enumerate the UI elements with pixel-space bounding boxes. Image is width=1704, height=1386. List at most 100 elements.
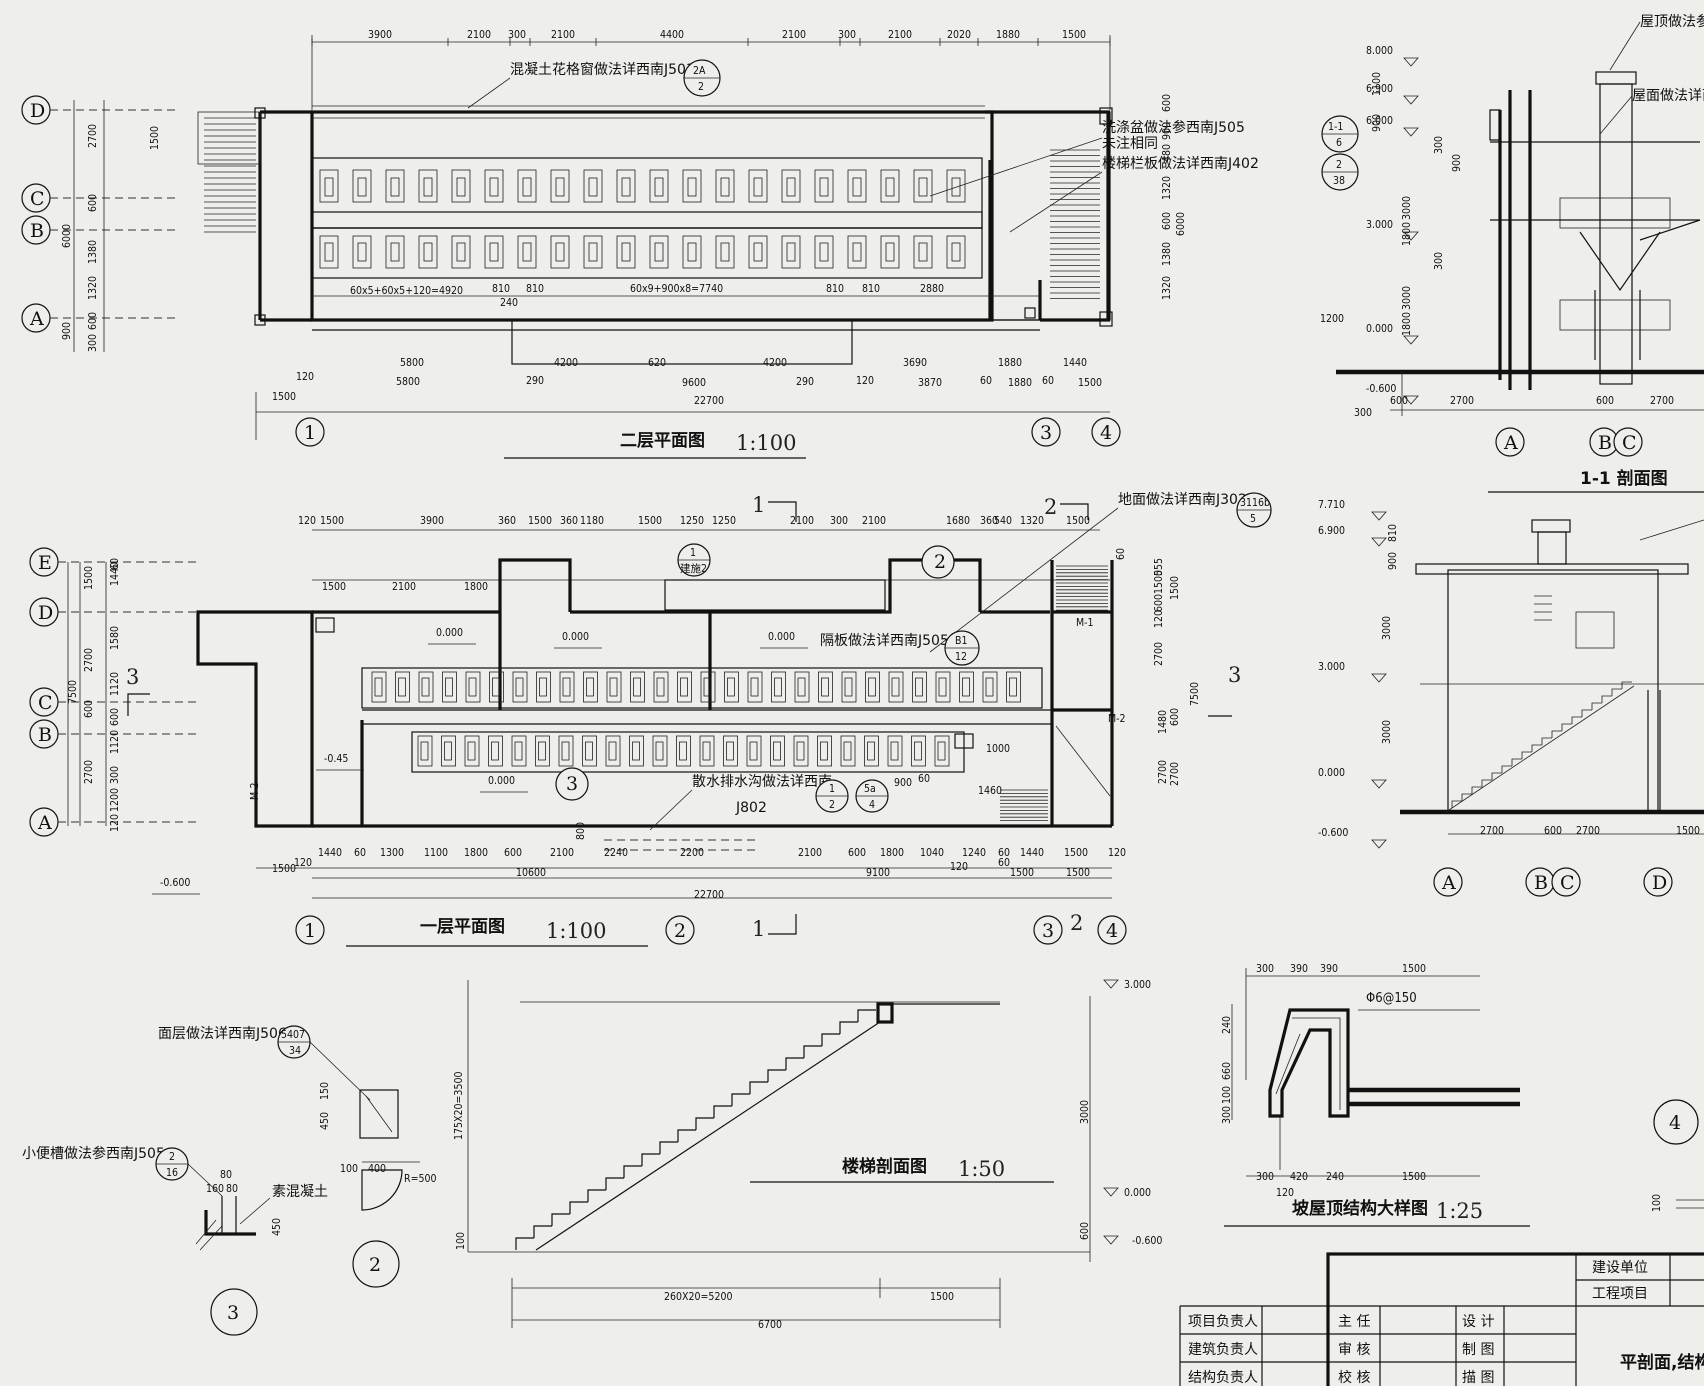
plan1-top-dim: 1680 bbox=[946, 515, 970, 527]
stall-fixture bbox=[539, 677, 547, 697]
stall-door bbox=[682, 169, 702, 203]
roof-detail-rebar: Φ6@150 bbox=[1366, 991, 1417, 1006]
stall-door bbox=[583, 671, 598, 703]
plan1-bot-dim: 1440 bbox=[318, 847, 342, 859]
stall-door bbox=[865, 671, 880, 703]
level-marker bbox=[1403, 127, 1419, 137]
plan2-note-rail-ref-1: 2 bbox=[1336, 159, 1342, 171]
stair-step bbox=[1571, 716, 1582, 724]
stall-fixture bbox=[656, 677, 665, 697]
stall-door bbox=[814, 169, 834, 203]
section11-dim: 3000 bbox=[1401, 196, 1413, 220]
plan1-left-dim: 600 bbox=[109, 708, 121, 726]
section11-level: -0.600 bbox=[1366, 383, 1396, 395]
roof-left-dim: 300 bbox=[1221, 1106, 1233, 1124]
stair-step bbox=[605, 1177, 624, 1190]
plan2-right-dim: 1320 bbox=[1161, 276, 1173, 300]
stall-door bbox=[484, 169, 504, 203]
stall-door bbox=[605, 735, 621, 767]
plan1-left-dim: 1500 bbox=[83, 566, 95, 590]
stall-door bbox=[606, 671, 622, 703]
stair-level: -0.600 bbox=[1132, 1235, 1162, 1247]
plan1-note-floor: 地面做法详西南J302 bbox=[1118, 492, 1247, 508]
plan1-right-dim: 7500 bbox=[1189, 682, 1201, 706]
stall-fixture bbox=[951, 177, 961, 197]
plan1-bot-dim2: 120 bbox=[294, 857, 312, 869]
detail3-dim: 450 bbox=[271, 1218, 283, 1236]
plan1-left-dim: 7500 bbox=[67, 680, 79, 704]
plan1-right-dim: 120 bbox=[1153, 610, 1165, 628]
detail3-material: 素混凝土 bbox=[272, 1184, 328, 1200]
elevation-axis-C-circle bbox=[1551, 867, 1581, 897]
section11-dim: 1200 bbox=[1320, 313, 1344, 325]
stall-fixture bbox=[786, 242, 796, 262]
stall-door bbox=[517, 235, 537, 269]
stall-fixture bbox=[445, 677, 453, 697]
stall-door bbox=[715, 169, 735, 203]
stall-fixture bbox=[797, 677, 806, 697]
stall-door bbox=[748, 235, 768, 269]
elevation-level: 7.710 bbox=[1318, 499, 1345, 511]
stair-left-bot: 100 bbox=[455, 1232, 467, 1250]
detail-mark-sheet: 建施2 bbox=[680, 562, 707, 575]
stair-step bbox=[1551, 730, 1562, 738]
stair-step bbox=[1621, 681, 1632, 689]
plan2-axis-B-label: B bbox=[30, 220, 44, 242]
stall-fixture bbox=[918, 177, 928, 197]
plan1-right-dim: 2700 bbox=[1169, 762, 1181, 786]
plan1-section-mark: 2 bbox=[1070, 911, 1083, 935]
plan1-note-partition: 隔板做法详西南J505 bbox=[820, 633, 949, 649]
stall-fixture bbox=[561, 741, 570, 761]
roof-top-dim: 390 bbox=[1320, 963, 1338, 975]
plan1-left-dim: 1440 bbox=[109, 562, 121, 586]
stair-step bbox=[1501, 765, 1512, 773]
plan1-bot-dim2: 120 bbox=[950, 861, 968, 873]
plan2-bot-dim2: 1880 bbox=[1008, 377, 1032, 389]
plan2-left-dim: 900 bbox=[61, 322, 73, 340]
plan2-bot-dim2: 5800 bbox=[396, 376, 420, 388]
plan2-left-dim: 1380 bbox=[87, 240, 99, 264]
stair-step bbox=[803, 1045, 822, 1058]
stall-fixture bbox=[585, 741, 593, 761]
plan2-inner-dim: 60x9+900x8=7740 bbox=[630, 283, 723, 295]
plan1-top-dim: 1250 bbox=[712, 515, 736, 527]
stall-fixture bbox=[937, 741, 946, 761]
plan1-top-dim: 360 bbox=[498, 515, 516, 527]
plan1-axis-1-circle bbox=[295, 915, 325, 945]
plan1-note-drain-ref2-1: 5a bbox=[864, 783, 876, 795]
stair-step bbox=[551, 1213, 570, 1226]
stair-rail bbox=[1445, 685, 1635, 813]
stair-right-dim: 3000 bbox=[1079, 1100, 1091, 1124]
plan2-title: 二层平面图 bbox=[620, 431, 705, 451]
plan2-left-dim: 1320 bbox=[87, 276, 99, 300]
stall-door bbox=[847, 235, 867, 269]
plan1-top-dim: 2100 bbox=[790, 515, 814, 527]
plan2-inner-dim: 240 bbox=[500, 297, 518, 309]
plan1-bot-dim2: 1500 bbox=[1010, 867, 1034, 879]
stall-door bbox=[700, 671, 716, 703]
title-block-cell: 校 核 bbox=[1338, 1369, 1370, 1386]
plan2-total-dim: 22700 bbox=[694, 395, 724, 407]
stall-door bbox=[319, 235, 339, 269]
stall-fixture bbox=[687, 242, 697, 262]
stall-fixture bbox=[938, 677, 947, 697]
elevation-dim: 3000 bbox=[1381, 616, 1393, 640]
plan1-bot-dim2: 10600 bbox=[516, 867, 546, 879]
detail2-dim: 450 bbox=[319, 1112, 331, 1130]
stair-step bbox=[1581, 709, 1592, 717]
stall-door bbox=[649, 169, 669, 203]
stall-door bbox=[488, 735, 503, 767]
stall-door bbox=[451, 169, 471, 203]
plan2-inner-dim: 60x5+60x5+120=4920 bbox=[350, 285, 463, 297]
stall-door bbox=[781, 169, 801, 203]
stair-bot-dim: 6700 bbox=[758, 1319, 782, 1331]
elevation-dim: 810 bbox=[1387, 524, 1399, 542]
stall-door bbox=[746, 735, 762, 767]
stair-level: 3.000 bbox=[1124, 979, 1151, 991]
plan1-note-partition-ref-2: 12 bbox=[955, 651, 967, 663]
section11-bot-dim: 300 bbox=[1354, 407, 1372, 419]
stall-door bbox=[582, 735, 597, 767]
plan2-note-window: 混凝土花格窗做法详西南J503 bbox=[510, 61, 695, 78]
